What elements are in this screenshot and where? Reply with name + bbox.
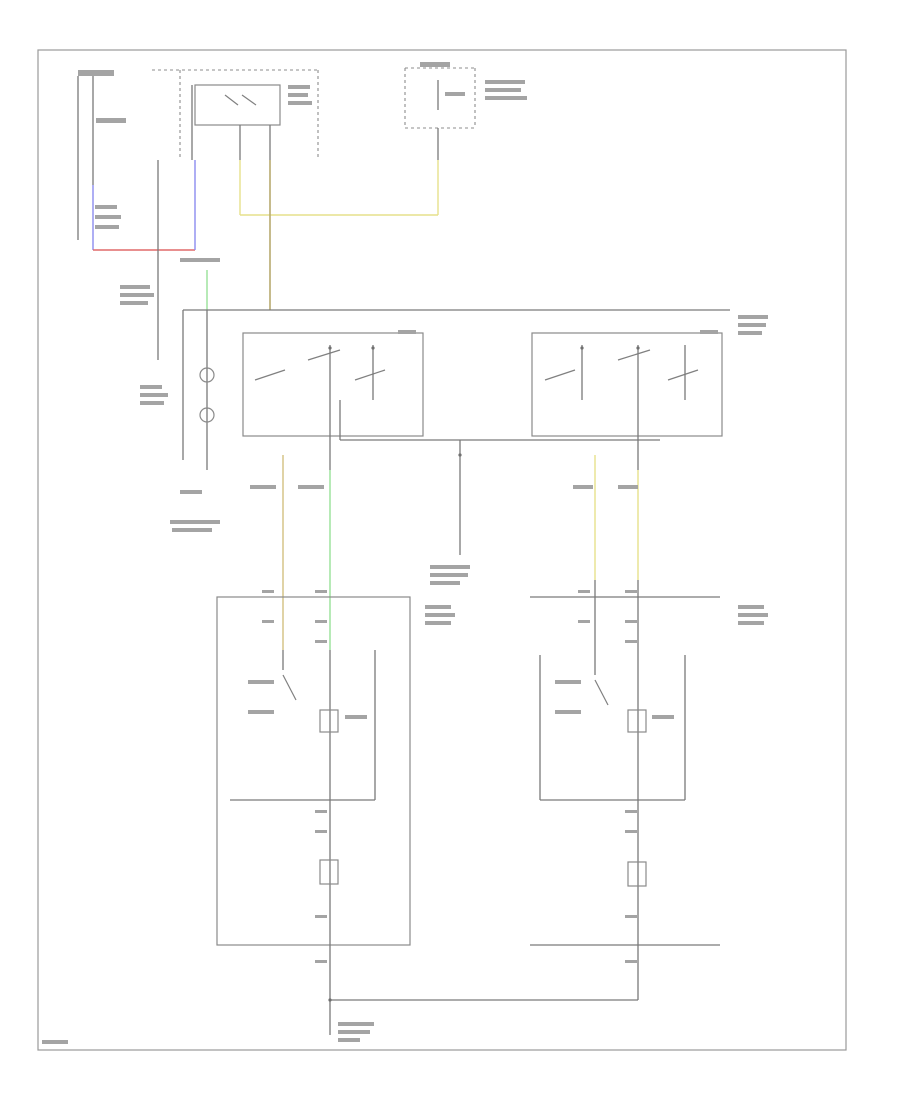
diagram-frame <box>37 49 847 1051</box>
right-seat-assembly <box>530 580 768 1000</box>
left-ground-column <box>120 285 168 405</box>
left-seat-assembly <box>216 596 455 990</box>
bottom-ground <box>328 990 638 1042</box>
footer-code-mark <box>42 1040 68 1044</box>
driver-heater-switch <box>242 330 424 470</box>
feed-wires <box>92 160 439 310</box>
hot-fuse-block <box>77 70 126 240</box>
seat-feed-wires <box>250 455 639 650</box>
ground-bus <box>339 400 660 585</box>
switch-connector <box>170 258 730 532</box>
underhood-relay-box <box>152 69 319 160</box>
passenger-heater-switch <box>531 315 768 470</box>
pin-markers <box>262 590 637 963</box>
hot-in-run-fuse <box>404 62 527 160</box>
